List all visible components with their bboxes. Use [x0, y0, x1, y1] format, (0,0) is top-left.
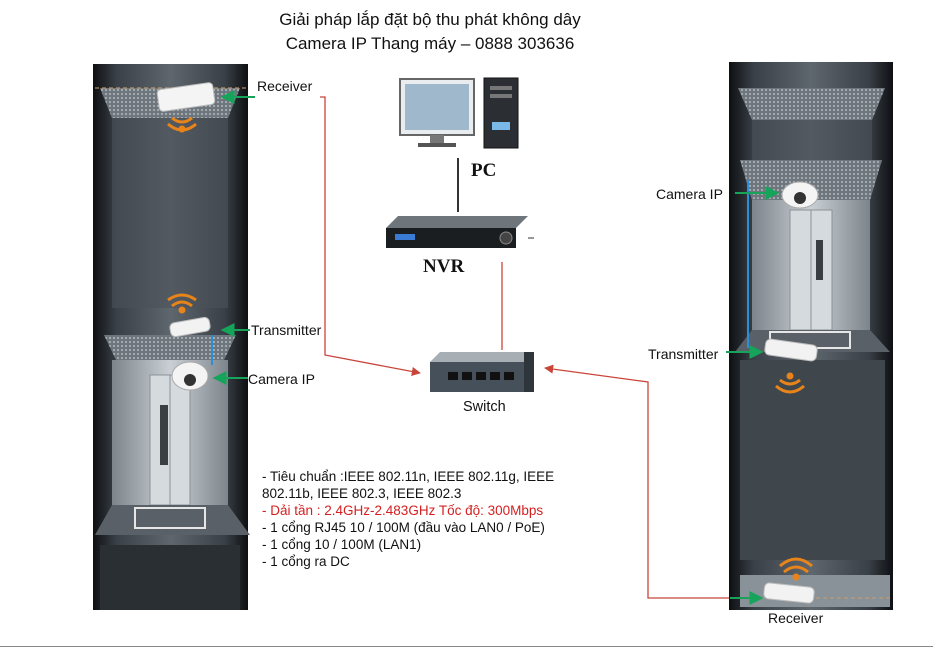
right-camera-dome	[781, 181, 819, 209]
left-receiver-wifi-icon	[167, 116, 197, 133]
label-transmitter-right: Transmitter	[648, 346, 719, 362]
title-line-2: Camera IP Thang máy – 0888 303636	[285, 34, 575, 53]
right-receiver-device	[763, 582, 815, 604]
left-elevator-shaft	[93, 64, 250, 610]
bottom-divider	[0, 646, 933, 647]
left-transmitter-device	[169, 316, 211, 338]
spec-item: - 1 cổng 10 / 100M (LAN1)	[262, 537, 422, 552]
right-receiver-wifi-icon	[779, 557, 813, 581]
right-transmitter-device	[764, 338, 818, 362]
label-receiver-left: Receiver	[257, 78, 313, 94]
pc-icon	[399, 77, 519, 149]
left-receiver-device	[156, 82, 216, 112]
spec-item: - Dải tần : 2.4GHz-2.483GHz Tốc độ: 300M…	[262, 503, 544, 518]
label-nvr: NVR	[423, 256, 465, 277]
switch-icon	[430, 352, 534, 392]
label-switch: Switch	[463, 399, 506, 415]
title-line-1: Giải pháp lắp đặt bộ thu phát không dây	[279, 10, 581, 29]
label-pc: PC	[471, 160, 497, 181]
link-right-receiver-switch	[544, 364, 760, 599]
label-camera-left: Camera IP	[248, 371, 315, 387]
spec-item: - 1 cổng ra DC	[262, 554, 350, 569]
spec-list: - Tiêu chuẩn :IEEE 802.11n, IEEE 802.11g…	[262, 468, 602, 570]
right-elevator-shaft	[729, 62, 893, 610]
left-transmitter-wifi-icon	[167, 293, 197, 314]
label-receiver-right: Receiver	[768, 610, 824, 626]
left-camera-dome	[171, 361, 209, 391]
label-camera-right: Camera IP	[656, 186, 723, 202]
label-transmitter-left: Transmitter	[251, 322, 322, 338]
spec-item: - 1 cổng RJ45 10 / 100M (đầu vào LAN0 / …	[262, 520, 545, 535]
right-transmitter-wifi-icon	[775, 372, 805, 394]
nvr-icon	[386, 216, 528, 248]
link-left-receiver-switch	[320, 96, 421, 376]
spec-item: - Tiêu chuẩn :IEEE 802.11n, IEEE 802.11g…	[262, 469, 555, 501]
